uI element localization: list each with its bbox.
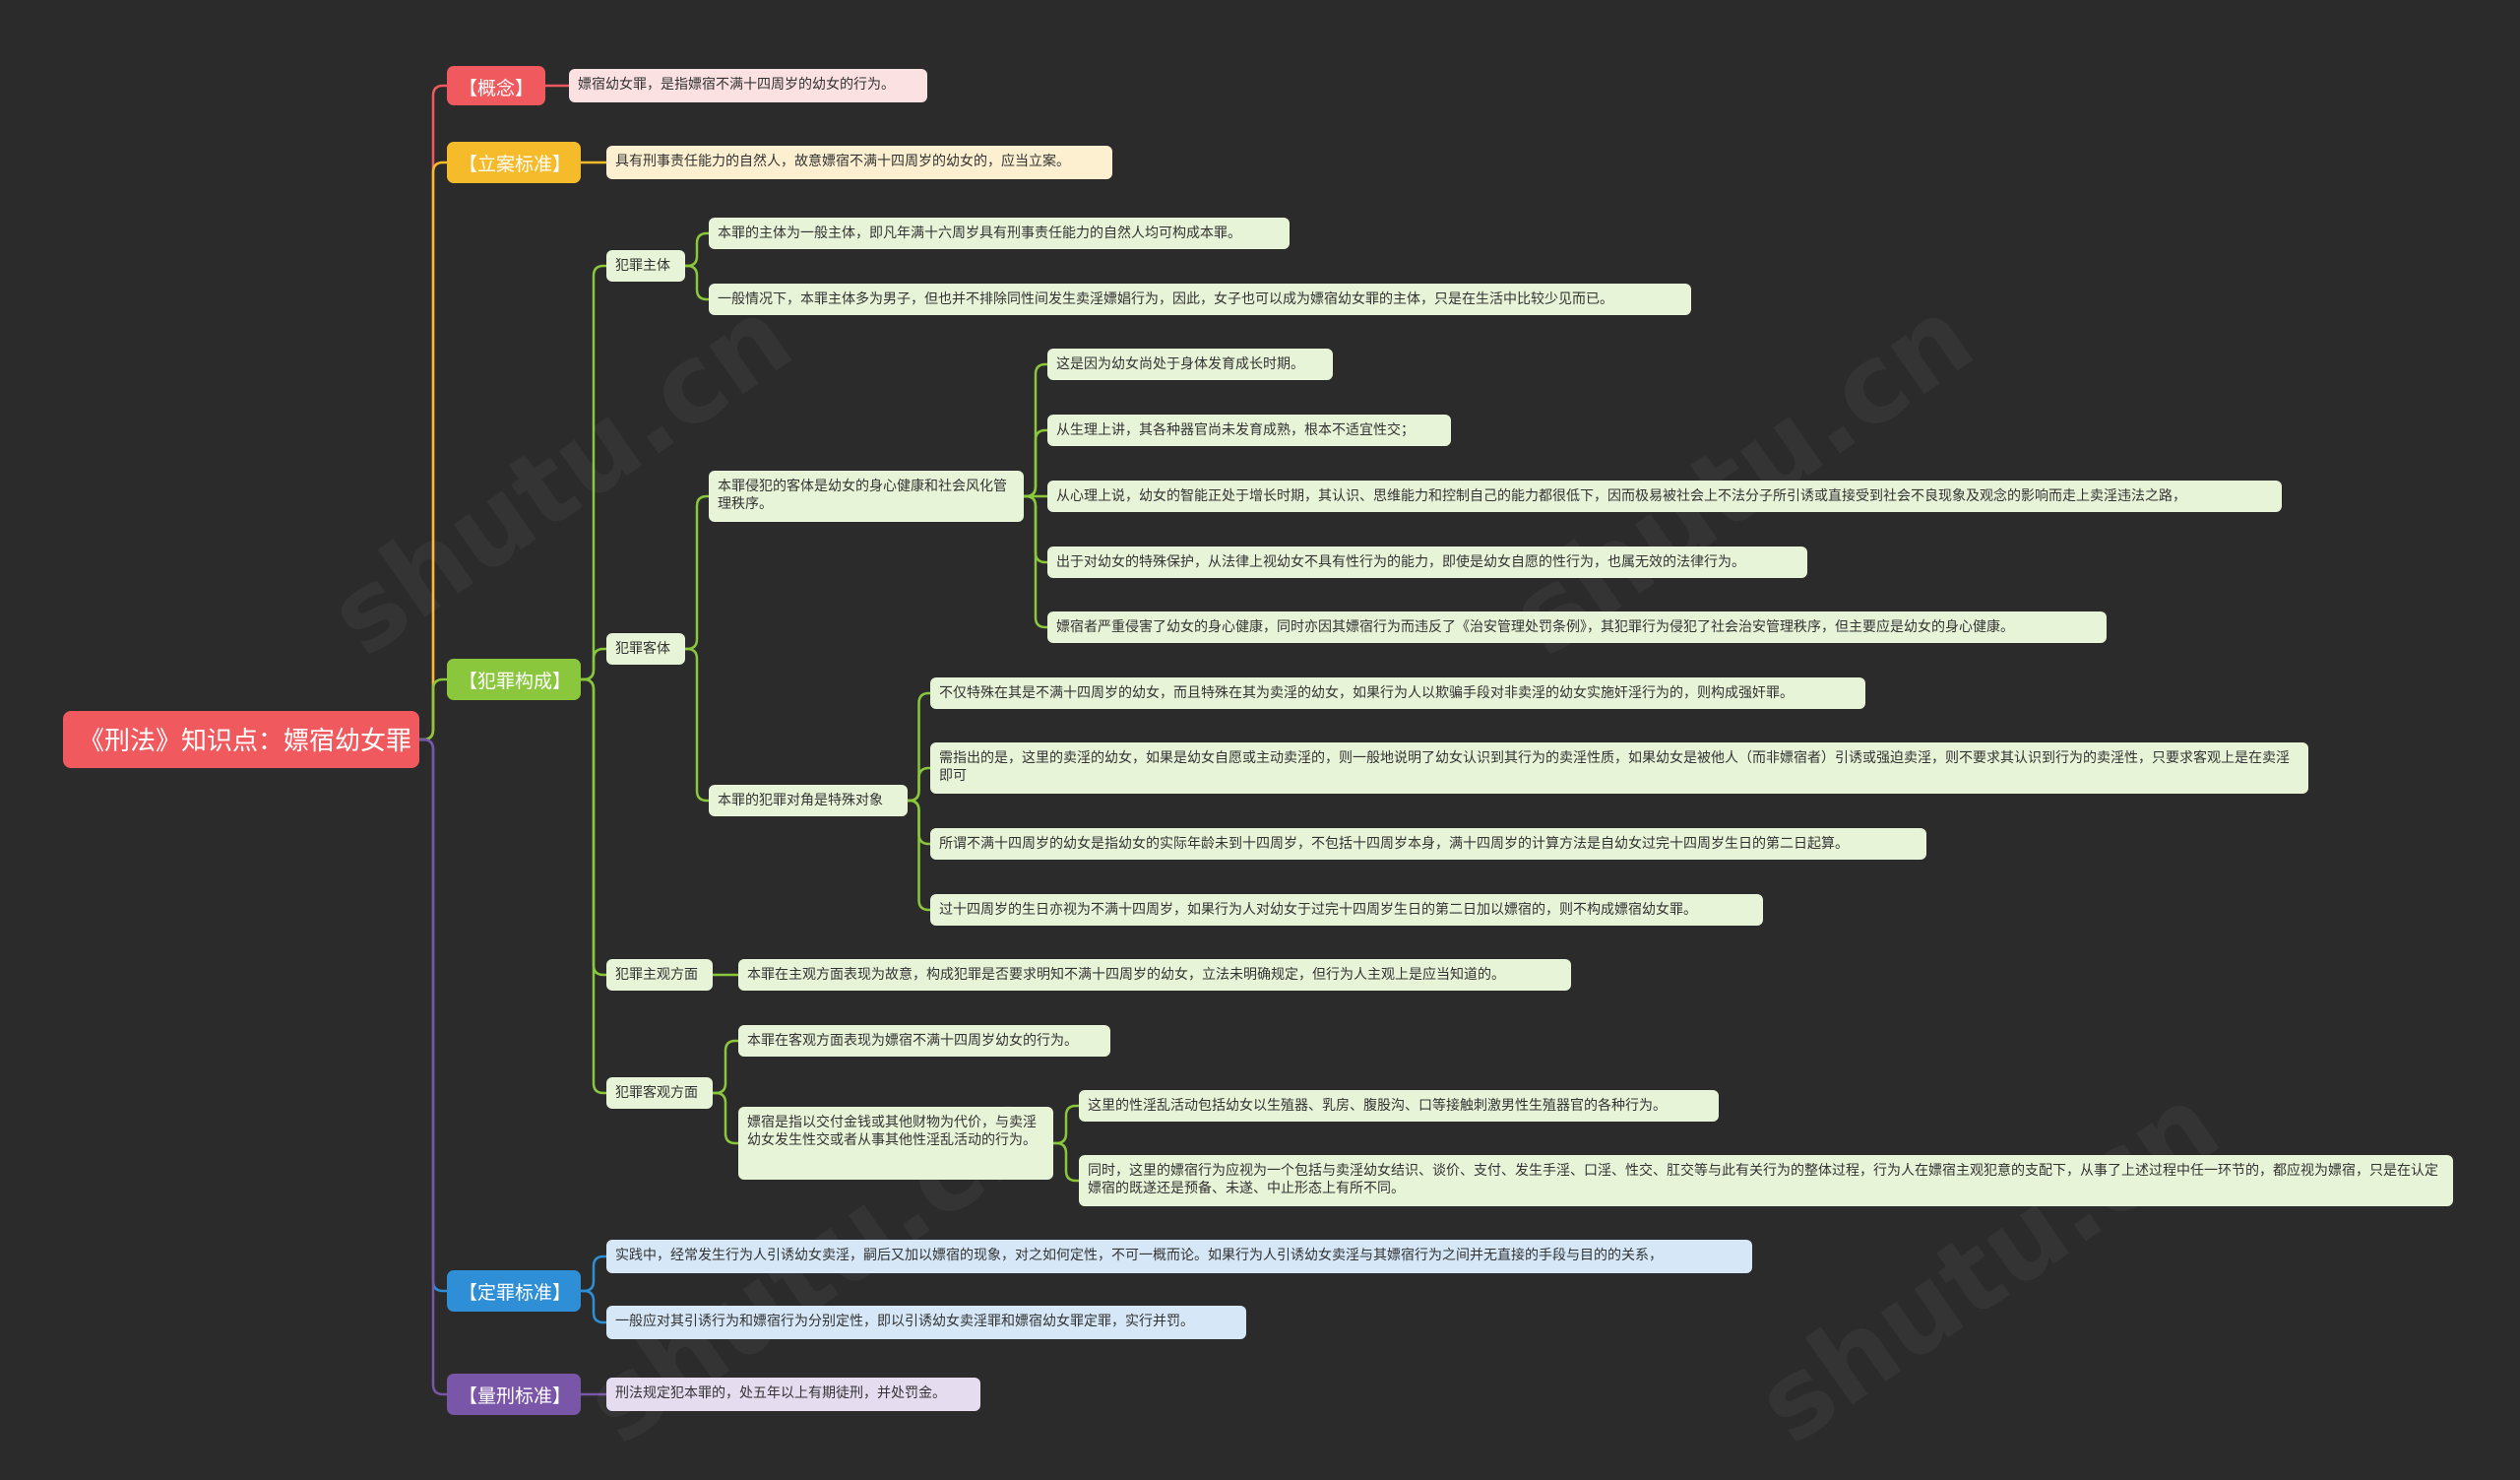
- conviction-item[interactable]: 一般应对其引诱行为和嫖宿行为分别定性，即以引诱幼女卖淫罪和嫖宿幼女罪定罪，实行并…: [606, 1306, 1246, 1339]
- target-item[interactable]: 过十四周岁的生日亦视为不满十四周岁，如果行为人对幼女于过完十四周岁生日的第二日加…: [930, 894, 1763, 926]
- subjective-item[interactable]: 本罪在主观方面表现为故意，构成犯罪是否要求明知不满十四周岁的幼女，立法未明确规定…: [738, 959, 1571, 991]
- connector-line: [581, 1255, 606, 1293]
- root-topic[interactable]: 《刑法》知识点：嫖宿幼女罪: [63, 711, 419, 768]
- target-item[interactable]: 需指出的是，这里的卖淫的幼女，如果是幼女自愿或主动卖淫的，则一般地说明了幼女认识…: [930, 742, 2308, 794]
- whoring-item[interactable]: 这里的性淫乱活动包括幼女以生殖器、乳房、腹股沟、口等接触刺激男性生殖器官的各种行…: [1079, 1090, 1719, 1122]
- connector-line: [685, 264, 709, 301]
- object-node[interactable]: 犯罪客体: [606, 633, 685, 665]
- connector-line: [908, 766, 930, 803]
- interest-item[interactable]: 从生理上讲，其各种器官尚未发育成熟，根本不适宜性交；: [1047, 415, 1451, 446]
- interest-item[interactable]: 这是因为幼女尚处于身体发育成长时期。: [1047, 349, 1333, 380]
- connector-line: [581, 1289, 606, 1324]
- subjective-node[interactable]: 犯罪主观方面: [606, 959, 713, 991]
- connector-line: [581, 677, 606, 1095]
- branch-concept[interactable]: 【概念】: [447, 66, 545, 105]
- connector-line: [685, 494, 709, 651]
- object-interest-node[interactable]: 本罪侵犯的客体是幼女的身心健康和社会风化管理秩序。: [709, 471, 1024, 522]
- objective-node[interactable]: 犯罪客观方面: [606, 1077, 713, 1109]
- connector-line: [713, 1039, 738, 1095]
- connector-line: [419, 738, 447, 1396]
- object-target-node[interactable]: 本罪的犯罪对角是特殊对象: [709, 785, 908, 816]
- interest-item[interactable]: 出于对幼女的特殊保护，从法律上视幼女不具有性行为的能力，即使是幼女自愿的性行为，…: [1047, 547, 1807, 578]
- case-standard-text[interactable]: 具有刑事责任能力的自然人，故意嫖宿不满十四周岁的幼女的，应当立案。: [606, 146, 1112, 179]
- connector-line: [713, 1091, 738, 1145]
- branch-sentencing-standard[interactable]: 【量刑标准】: [447, 1374, 581, 1415]
- concept-text[interactable]: 嫖宿幼女罪，是指嫖宿不满十四周岁的幼女的行为。: [569, 69, 927, 102]
- connector-line: [685, 647, 709, 803]
- connector-line: [581, 647, 606, 681]
- objective-item[interactable]: 本罪在客观方面表现为嫖宿不满十四周岁幼女的行为。: [738, 1025, 1110, 1057]
- target-item[interactable]: 所谓不满十四周岁的幼女是指幼女的实际年龄未到十四周岁，不包括十四周岁本身，满十四…: [930, 828, 1926, 860]
- connector-line: [1053, 1141, 1079, 1183]
- connector-line: [1024, 494, 1047, 629]
- subject-item[interactable]: 一般情况下，本罪主体多为男子，但也并不排除同性间发生卖淫嫖娼行为，因此，女子也可…: [709, 284, 1691, 315]
- connector-line: [581, 264, 606, 681]
- subject-node[interactable]: 犯罪主体: [606, 250, 685, 282]
- connector-line: [1053, 1104, 1079, 1145]
- whoring-definition-node[interactable]: 嫖宿是指以交付金钱或其他财物为代价，与卖淫幼女发生性交或者从事其他性淫乱活动的行…: [738, 1107, 1053, 1180]
- interest-item[interactable]: 嫖宿者严重侵害了幼女的身心健康，同时亦因其嫖宿行为而违反了《治安管理处罚条例》，…: [1047, 611, 2107, 643]
- conviction-item[interactable]: 实践中，经常发生行为人引诱幼女卖淫，嗣后又加以嫖宿的现象，对之如何定性，不可一概…: [606, 1240, 1752, 1273]
- whoring-item[interactable]: 同时，这里的嫖宿行为应视为一个包括与卖淫幼女结识、谈价、支付、发生手淫、口淫、性…: [1079, 1155, 2453, 1206]
- connector-line: [419, 161, 447, 741]
- target-item[interactable]: 不仅特殊在其是不满十四周岁的幼女，而且特殊在其为卖淫的幼女，如果行为人以欺骗手段…: [930, 677, 1865, 709]
- branch-case-standard[interactable]: 【立案标准】: [447, 142, 581, 183]
- connector-line: [1024, 428, 1047, 498]
- connector-line: [908, 799, 930, 912]
- connector-line: [685, 231, 709, 268]
- interest-item[interactable]: 从心理上说，幼女的智能正处于增长时期，其认识、思维能力和控制自己的能力都很低下，…: [1047, 481, 2282, 512]
- branch-composition[interactable]: 【犯罪构成】: [447, 659, 581, 700]
- subject-item[interactable]: 本罪的主体为一般主体，即凡年满十六周岁具有刑事责任能力的自然人均可构成本罪。: [709, 218, 1290, 249]
- connector-line: [419, 677, 447, 741]
- branch-conviction-standard[interactable]: 【定罪标准】: [447, 1270, 581, 1312]
- sentencing-item[interactable]: 刑法规定犯本罪的，处五年以上有期徒刑，并处罚金。: [606, 1378, 980, 1411]
